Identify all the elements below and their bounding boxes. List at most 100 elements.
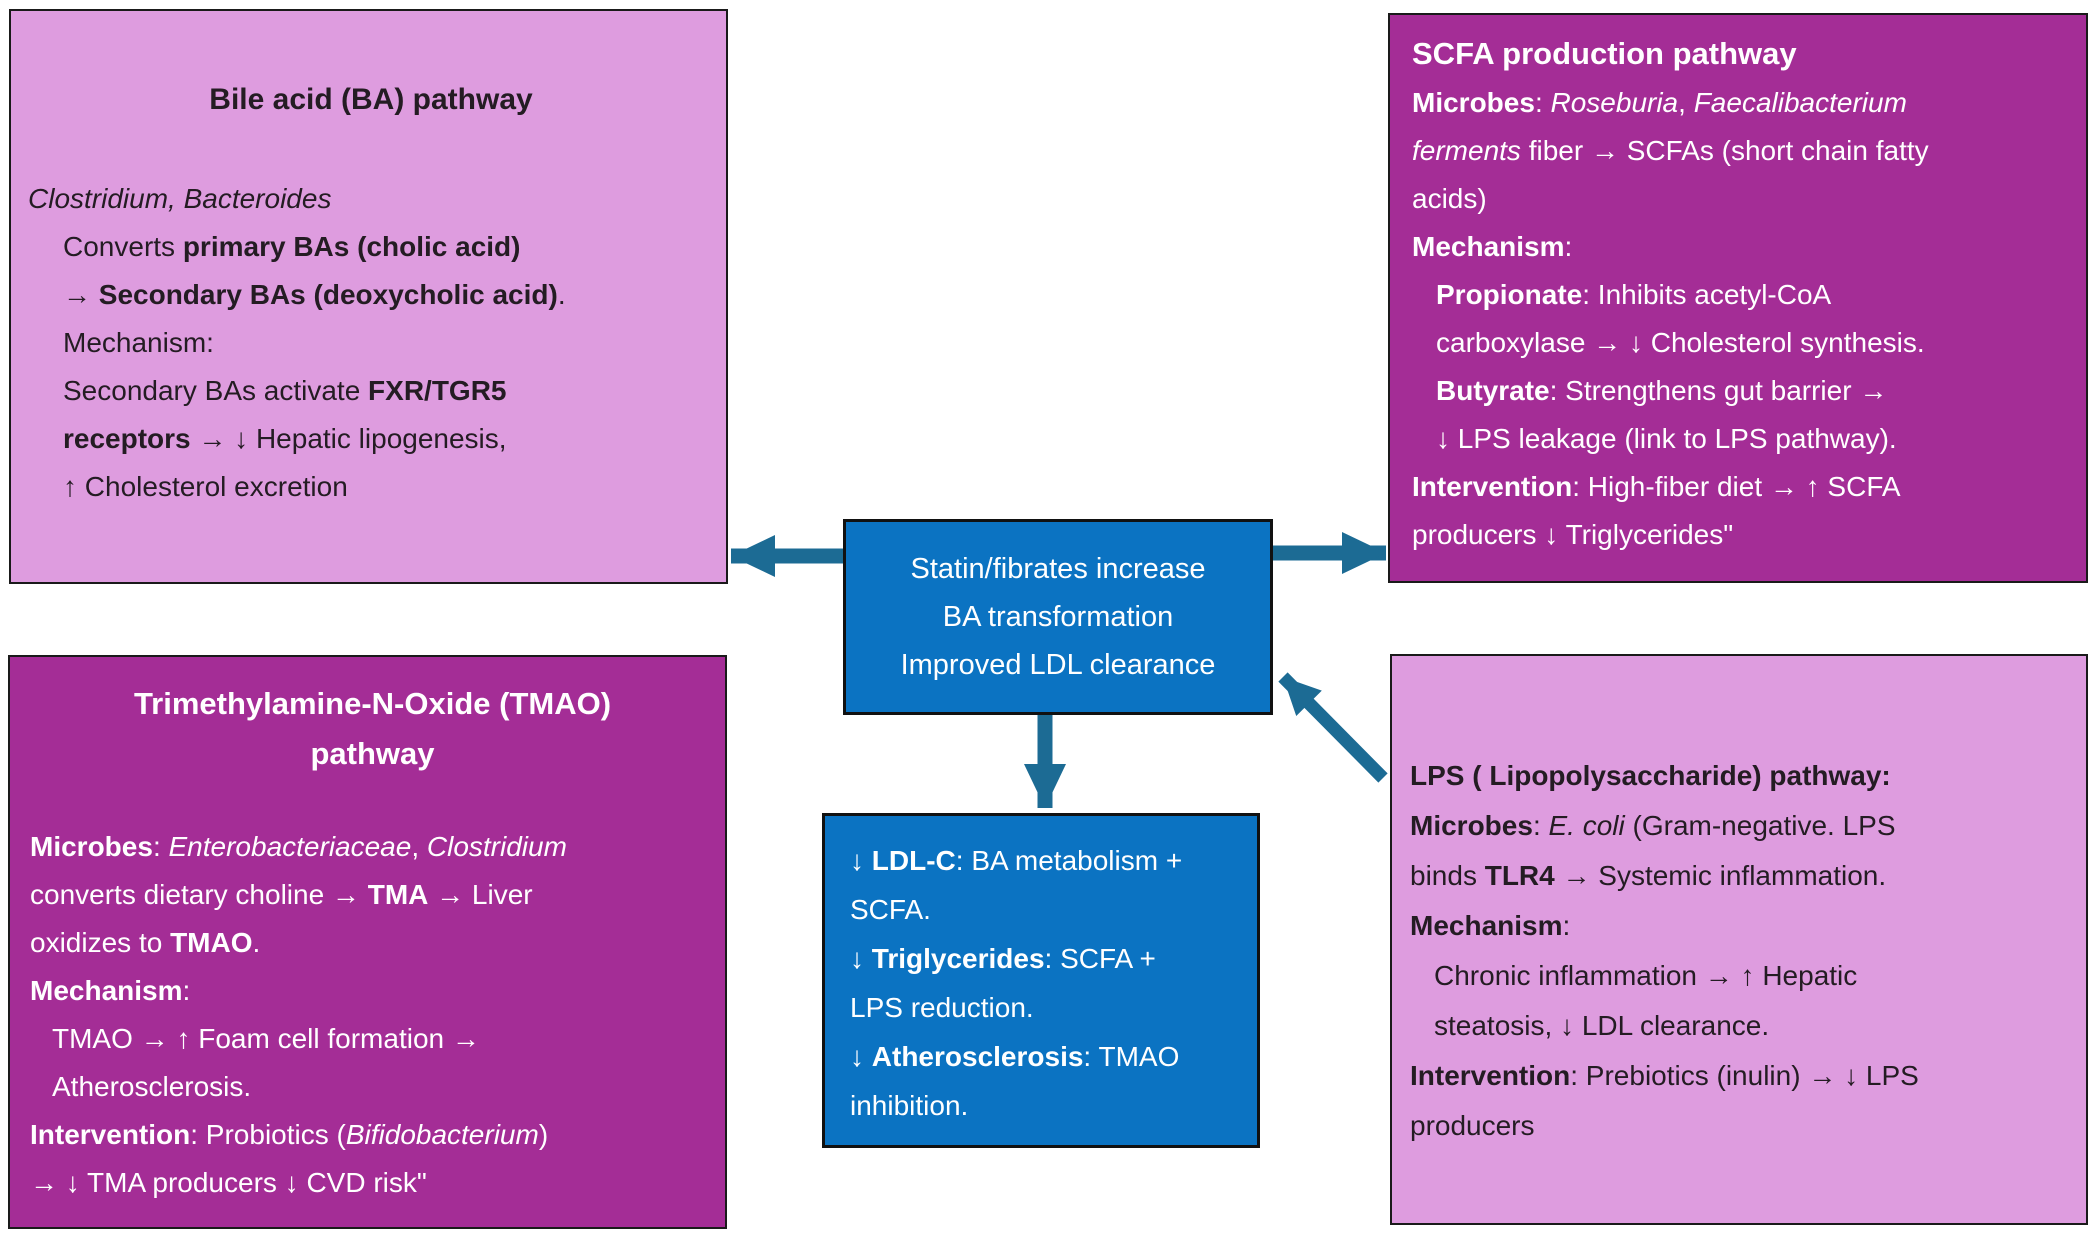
text-run: SCFA. (850, 894, 931, 925)
text-run: LPS ( Lipopolysaccharide) pathway: (1410, 760, 1891, 791)
text-run: TMAO (170, 927, 253, 958)
text-run: pathway (310, 736, 435, 771)
text-run: TMA (367, 879, 429, 910)
text-line: ↑ Cholesterol excretion (28, 463, 714, 511)
text-run: ↓ (850, 943, 872, 974)
text-run: Mechanism (1410, 910, 1563, 941)
text-run: Enterobacteriaceae (168, 831, 412, 862)
text-run: → (63, 279, 99, 310)
text-run: (Gram-negative. LPS (1624, 810, 1896, 841)
text-run: Microbes (30, 831, 153, 862)
text-line: Butyrate: Strengthens gut barrier → (1412, 367, 2078, 415)
text-run: producers (1410, 1110, 1535, 1141)
text-line: Converts primary BAs (cholic acid) (28, 223, 714, 271)
text-run: Propionate (1436, 279, 1583, 310)
text-line: inhibition. (850, 1081, 1253, 1130)
text-line: Atherosclerosis. (30, 1063, 715, 1111)
text-run: : BA metabolism + (955, 845, 1183, 876)
text-run: → ↓ TMA producers ↓ CVD risk" (30, 1167, 427, 1198)
text-line: Intervention: High-fiber diet → ↑ SCFA (1412, 463, 2078, 511)
text-run: Secondary BAs activate (63, 375, 369, 406)
tmao-box-body: Microbes: Enterobacteriaceae, Clostridiu… (30, 823, 715, 1207)
arrow-lps-to-statin-icon (1278, 672, 1388, 783)
text-run: : (1532, 810, 1549, 841)
text-run: Clostridium, Bacteroides (28, 183, 332, 214)
text-line: → ↓ TMA producers ↓ CVD risk" (30, 1159, 715, 1207)
text-run: oxidizes to (30, 927, 171, 958)
text-run: Mechanism: (63, 327, 214, 358)
text-line: Intervention: Probiotics (Bifidobacteriu… (30, 1111, 715, 1159)
tmao-pathway-box: Trimethylamine-N-Oxide (TMAO) pathway Mic… (8, 655, 727, 1229)
lps-pathway-box: LPS ( Lipopolysaccharide) pathway: Microb… (1390, 654, 2088, 1225)
text-run: : SCFA + (1044, 943, 1156, 974)
text-line: converts dietary choline → TMA → Liver (30, 871, 715, 919)
text-line: steatosis, ↓ LDL clearance. (1410, 1001, 2078, 1051)
outcomes-box: ↓ LDL-C: BA metabolism + SCFA. ↓ Triglycer… (822, 813, 1260, 1148)
text-line: ↓ Triglycerides: SCFA + (850, 934, 1253, 983)
text-line: binds TLR4 → Systemic inflammation. (1410, 851, 2078, 901)
text-run: carboxylase → ↓ Cholesterol synthesis. (1436, 327, 1925, 358)
text-run: Bifidobacterium (345, 1119, 539, 1150)
text-line: ↓ LPS leakage (link to LPS pathway). (1412, 415, 2078, 463)
text-run: TLR4 (1484, 860, 1555, 891)
text-run: : (152, 831, 169, 862)
text-run: Improved LDL clearance (900, 649, 1216, 681)
text-line: Intervention: Prebiotics (inulin) → ↓ LP… (1410, 1051, 2078, 1101)
text-run: LDL-C (871, 845, 956, 876)
text-line: TMAO → ↑ Foam cell formation → (30, 1015, 715, 1063)
text-run: ↓ LPS leakage (link to LPS pathway). (1436, 423, 1897, 454)
statin-fibrates-box: Statin/fibrates increase BA transformatio… (843, 519, 1273, 715)
text-run: receptors (63, 423, 191, 454)
text-run: LPS reduction. (850, 992, 1034, 1023)
statin-box-body: Statin/fibrates increase BA transformatio… (901, 545, 1216, 689)
text-line: producers (1410, 1101, 2078, 1151)
text-line: Clostridium, Bacteroides (28, 175, 714, 223)
text-line: acids) (1412, 175, 2078, 223)
text-run: Chronic inflammation → ↑ Hepatic (1434, 960, 1858, 991)
text-line: Microbes: E. coli (Gram-negative. LPS (1410, 801, 2078, 851)
tmao-box-title: Trimethylamine-N-Oxide (TMAO) pathway (30, 679, 715, 779)
outcomes-box-body: ↓ LDL-C: BA metabolism + SCFA. ↓ Triglycer… (850, 836, 1253, 1130)
text-run: Roseburia (1550, 87, 1679, 118)
text-run: : (1564, 231, 1573, 262)
text-run: binds (1410, 860, 1485, 891)
text-line: SCFA. (850, 885, 1253, 934)
text-line: Microbes: Roseburia, Faecalibacterium (1412, 79, 2078, 127)
text-run: ↓ (850, 1041, 872, 1072)
text-line: Chronic inflammation → ↑ Hepatic (1410, 951, 2078, 1001)
text-line: Improved LDL clearance (901, 641, 1216, 689)
text-run: , (411, 831, 427, 862)
text-line: carboxylase → ↓ Cholesterol synthesis. (1412, 319, 2078, 367)
text-run: primary BAs (cholic acid) (182, 231, 521, 262)
text-run: fiber → SCFAs (short chain fatty (1520, 135, 1929, 166)
scfa-pathway-box: SCFA production pathway Microbes: Rosebu… (1388, 13, 2088, 583)
text-run: Statin/fibrates increase (910, 553, 1206, 585)
text-line: Mechanism: (28, 319, 714, 367)
bile-acid-pathway-box: Bile acid (BA) pathway Clostridium, Bact… (9, 9, 728, 584)
text-run: , (1678, 87, 1694, 118)
text-run: ) (538, 1119, 549, 1150)
text-run: → ↓ Hepatic lipogenesis, (190, 423, 507, 454)
text-line: Trimethylamine-N-Oxide (TMAO) (30, 679, 715, 729)
text-run: producers ↓ Triglycerides" (1412, 519, 1734, 550)
text-line: Mechanism: (1410, 901, 2078, 951)
text-line: LPS ( Lipopolysaccharide) pathway: (1410, 751, 2078, 801)
text-line: ferments fiber → SCFAs (short chain fatt… (1412, 127, 2078, 175)
text-line: LPS reduction. (850, 983, 1253, 1032)
text-run: Microbes (1410, 810, 1533, 841)
text-run: E. coli (1548, 810, 1625, 841)
text-line: Mechanism: (1412, 223, 2078, 271)
text-run: : (1562, 910, 1571, 941)
text-run: steatosis, ↓ LDL clearance. (1434, 1010, 1770, 1041)
text-run: . (557, 279, 566, 310)
text-line: Microbes: Enterobacteriaceae, Clostridiu… (30, 823, 715, 871)
lps-box-body: LPS ( Lipopolysaccharide) pathway: Microb… (1410, 751, 2078, 1151)
text-run: Triglycerides (871, 943, 1045, 974)
text-line: ↓ LDL-C: BA metabolism + (850, 836, 1253, 885)
text-run: Faecalibacterium (1693, 87, 1907, 118)
text-run: : Inhibits acetyl-CoA (1582, 279, 1832, 310)
text-run: TMAO → ↑ Foam cell formation → (52, 1023, 480, 1054)
text-line: BA transformation (901, 593, 1216, 641)
